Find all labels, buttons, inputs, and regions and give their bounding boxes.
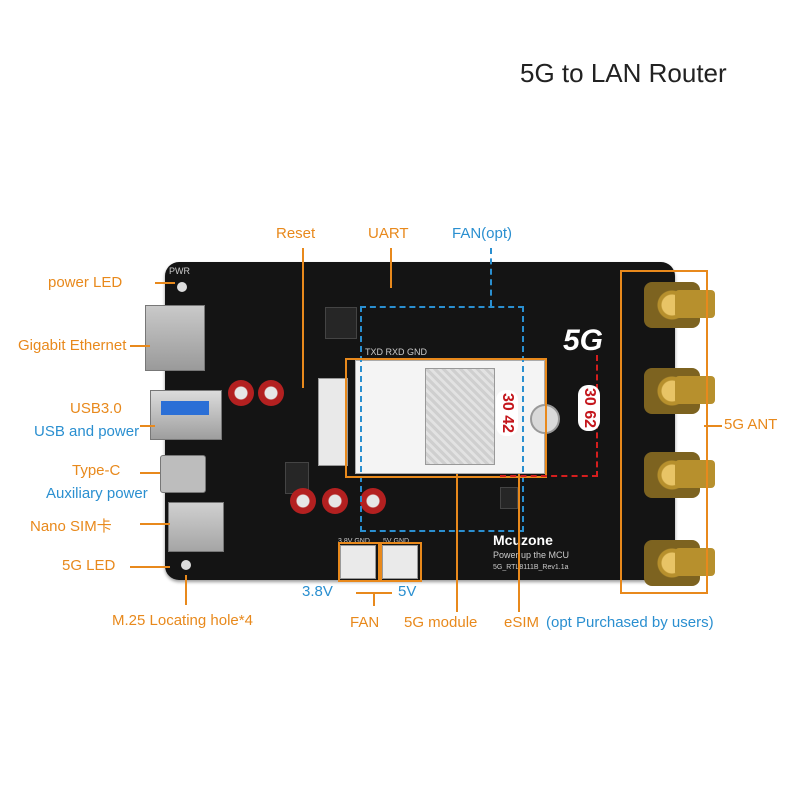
label-aux-power: Auxiliary power (46, 485, 148, 502)
label-fan: FAN (350, 614, 380, 631)
leader-line (302, 248, 304, 388)
leader-line (704, 425, 722, 427)
label-gigabit-ethernet: Gigabit Ethernet (18, 337, 127, 354)
label-reset: Reset (276, 225, 316, 242)
usb3-port-tongue (161, 401, 209, 415)
mounting-hole (181, 560, 191, 570)
mounting-hole (177, 282, 187, 292)
fan-connector-3v8 (340, 545, 376, 579)
type-c-port (160, 455, 206, 493)
antenna-stub (675, 290, 715, 318)
module-shield (425, 368, 495, 465)
fan-area-outline (360, 306, 524, 532)
ethernet-chip (325, 307, 357, 339)
page-title: 5G to LAN Router (520, 58, 727, 88)
leader-line (373, 592, 375, 606)
fan-3v8-outline (338, 542, 380, 582)
antenna-bracket (620, 270, 708, 594)
label-5v: 5V (398, 583, 417, 600)
pwr-silkscreen: PWR (169, 266, 190, 276)
capacitor (360, 488, 386, 514)
label-uart: UART (368, 225, 409, 242)
fan-5v-outline (380, 542, 422, 582)
leader-line (518, 474, 520, 612)
antenna-stub (675, 460, 715, 488)
label-usb-and-power: USB and power (34, 423, 140, 440)
capacitor (258, 380, 284, 406)
label-power-led: power LED (48, 274, 123, 291)
leader-line (185, 575, 187, 605)
brand-tagline: Power up the MCU (493, 550, 570, 560)
leader-line (490, 248, 492, 306)
usb3-port (150, 390, 222, 440)
label-nano-sim: Nano SIM卡 (30, 518, 112, 535)
size-label-3042: 30 42 (496, 390, 518, 437)
logo-5g: 5G (563, 324, 604, 357)
leader-line (130, 566, 170, 568)
leader-line (130, 345, 150, 347)
label-esim: eSIM (504, 614, 540, 631)
fan-connector-5v (382, 545, 418, 579)
capacitor (322, 488, 348, 514)
leader-line (456, 474, 458, 612)
label-5g-ant: 5G ANT (724, 416, 778, 433)
label-fan-opt: FAN(opt) (452, 225, 513, 242)
capacitor (290, 488, 316, 514)
rev-silkscreen: 5G_RTL8111B_Rev1.1a (493, 564, 569, 571)
label-esim-note: (opt Purchased by users) (546, 614, 714, 631)
esim-slot (318, 378, 348, 466)
uart-silkscreen: TXD RXD GND (365, 347, 428, 357)
label-locating-hole: M.25 Locating hole*4 (112, 612, 253, 629)
fan38-silkscreen: 3.8V GND (338, 538, 370, 545)
ethernet-port (145, 305, 205, 371)
antenna-stub (675, 548, 715, 576)
capacitor (228, 380, 254, 406)
label-5g-led: 5G LED (62, 557, 116, 574)
label-usb30: USB3.0 (70, 400, 122, 417)
leader-line (155, 282, 175, 284)
leader-line (140, 425, 155, 427)
leader-line (390, 248, 392, 288)
brand-logo: Mcuzone (493, 532, 553, 548)
nano-sim-slot (168, 502, 224, 552)
ic-chip (500, 487, 518, 509)
label-type-c: Type-C (72, 462, 121, 479)
leader-line (140, 523, 170, 525)
label-3v8: 3.8V (302, 583, 333, 600)
leader-line (140, 472, 160, 474)
size-label-3062: 30 62 (578, 385, 600, 432)
antenna-stub (675, 376, 715, 404)
module-outline (345, 358, 547, 478)
label-5g-module: 5G module (404, 614, 478, 631)
fan5-silkscreen: 5V GND (383, 538, 410, 545)
